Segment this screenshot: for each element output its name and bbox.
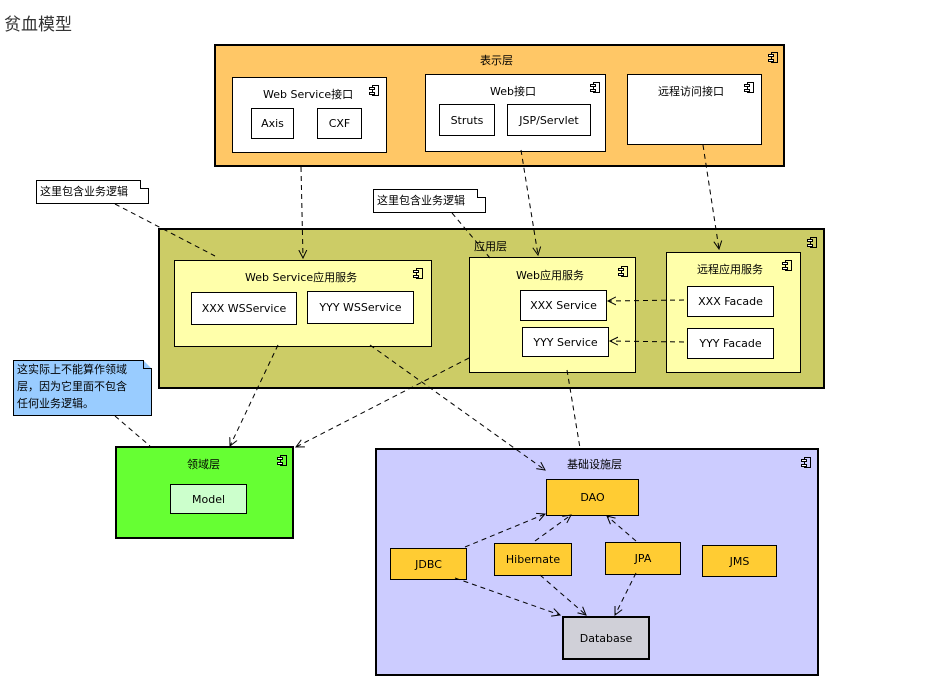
component-icon: [413, 268, 423, 279]
axis-component[interactable]: Axis: [251, 108, 294, 139]
component-icon: [782, 260, 792, 271]
component-icon: [369, 85, 379, 96]
arrow-ws-service-to-domain: [230, 344, 279, 446]
component-icon: [590, 82, 600, 93]
arrow-jdbc-to-dao: [464, 514, 545, 548]
yyy-service[interactable]: YYY Service: [522, 327, 609, 357]
arrow-hibernate-to-dao: [534, 515, 571, 542]
note-line-2: 层，因为它里面不包含: [17, 380, 127, 393]
component-icon: [618, 266, 628, 277]
arrow-yyy-facade-to-yyy-service: [610, 341, 685, 342]
jdbc-component[interactable]: JDBC: [390, 548, 467, 580]
note-text: 这里包含业务逻辑: [377, 194, 465, 207]
component-icon: [277, 455, 287, 466]
infrastructure-layer[interactable]: 基础设施层 DAO JDBC Hibernate JPA JMS Databas…: [375, 448, 819, 676]
web-app-service-label: Web应用服务: [516, 269, 584, 282]
presentation-layer[interactable]: 表示层 Web Service接口 Axis CXF Web接口 Struts …: [214, 44, 785, 167]
xxx-facade[interactable]: XXX Facade: [687, 286, 774, 317]
note-business-logic-1: 这里包含业务逻辑: [36, 180, 149, 204]
note-text: 这里包含业务逻辑: [40, 185, 128, 198]
application-layer[interactable]: 应用层 Web Service应用服务 XXX WSService YYY WS…: [158, 228, 825, 389]
dao-component[interactable]: DAO: [546, 479, 639, 516]
arrow-web-interface-to-web-service: [520, 149, 538, 255]
remote-access-interface-label: 远程访问接口: [658, 85, 724, 98]
presentation-layer-label: 表示层: [480, 54, 513, 67]
note-not-domain-layer: 这实际上不能算作领域 层，因为它里面不包含 任何业务逻辑。: [13, 360, 152, 416]
yyy-facade[interactable]: YYY Facade: [687, 328, 774, 359]
hibernate-component[interactable]: Hibernate: [494, 543, 572, 576]
arrow-remote-interface-to-remote-service: [702, 144, 719, 249]
model-component[interactable]: Model: [170, 484, 247, 514]
arrow-hibernate-to-database: [539, 574, 586, 615]
web-service-app-service[interactable]: Web Service应用服务 XXX WSService YYY WSServ…: [174, 260, 432, 347]
note-fold-icon: [140, 180, 149, 189]
arrow-web-service-to-infra: [566, 369, 581, 449]
arrow-web-service-to-domain: [296, 357, 470, 447]
remote-access-interface[interactable]: 远程访问接口: [627, 74, 762, 145]
arrow-xxx-facade-to-xxx-service: [608, 300, 685, 301]
web-interface[interactable]: Web接口 Struts JSP/Servlet: [425, 74, 606, 152]
component-icon: [807, 237, 817, 248]
infrastructure-layer-label: 基础设施层: [567, 458, 622, 471]
note-fold-icon: [477, 189, 486, 198]
database-component[interactable]: Database: [562, 616, 650, 660]
note-line-3: 任何业务逻辑。: [17, 397, 94, 410]
page-title: 贫血模型: [4, 15, 72, 35]
xxx-service[interactable]: XXX Service: [520, 290, 607, 321]
struts-component[interactable]: Struts: [439, 104, 495, 136]
component-icon: [744, 82, 754, 93]
jpa-component[interactable]: JPA: [605, 542, 681, 575]
component-icon: [801, 457, 811, 468]
domain-layer[interactable]: 领域层 Model: [115, 446, 294, 539]
web-interface-label: Web接口: [490, 85, 536, 98]
remote-app-service[interactable]: 远程应用服务 XXX Facade YYY Facade: [666, 252, 801, 373]
jsp-servlet-component[interactable]: JSP/Servlet: [507, 104, 591, 136]
note-line-1: 这实际上不能算作领域: [17, 363, 127, 376]
application-layer-label: 应用层: [474, 240, 507, 253]
arrow-ws-interface-to-ws-service: [301, 166, 303, 258]
note-fold-icon: [143, 360, 152, 369]
arrow-jpa-to-dao: [607, 516, 637, 542]
domain-layer-label: 领域层: [187, 458, 220, 471]
note3-link: [114, 415, 151, 447]
jms-component[interactable]: JMS: [702, 545, 777, 577]
web-service-interface[interactable]: Web Service接口 Axis CXF: [232, 77, 387, 153]
arrow-jpa-to-database: [615, 572, 637, 615]
web-service-interface-label: Web Service接口: [263, 88, 354, 101]
note-business-logic-2: 这里包含业务逻辑: [373, 189, 486, 213]
note2-link: [451, 212, 491, 259]
cxf-component[interactable]: CXF: [317, 108, 362, 139]
yyy-wsservice[interactable]: YYY WSService: [307, 291, 414, 324]
component-icon: [768, 52, 778, 63]
web-service-app-service-label: Web Service应用服务: [245, 271, 358, 284]
web-app-service[interactable]: Web应用服务 XXX Service YYY Service: [469, 257, 636, 373]
arrow-jdbc-to-database: [454, 577, 560, 615]
remote-app-service-label: 远程应用服务: [697, 263, 763, 276]
xxx-wsservice[interactable]: XXX WSService: [191, 292, 297, 325]
note1-link: [114, 203, 216, 257]
